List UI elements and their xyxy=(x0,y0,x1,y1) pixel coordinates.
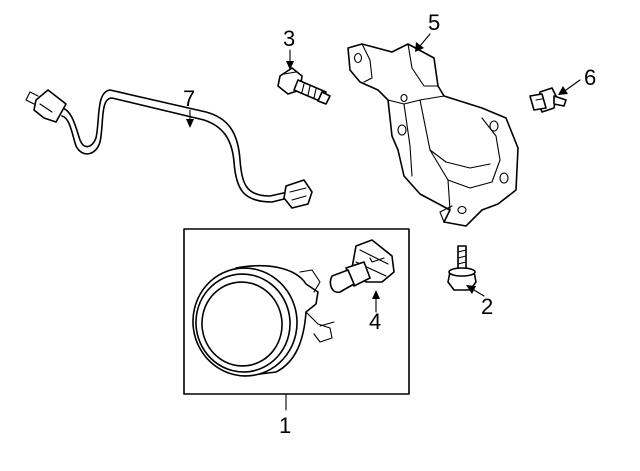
assembly-frame xyxy=(183,228,410,395)
callout-3: 3 xyxy=(283,26,295,51)
leader-lines xyxy=(186,33,581,411)
callout-5: 5 xyxy=(428,10,440,35)
callout-1: 1 xyxy=(279,413,291,438)
bolt-part-3 xyxy=(277,67,331,105)
bolt-part-2 xyxy=(447,245,477,291)
callout-2: 2 xyxy=(481,294,493,319)
right-connector xyxy=(283,179,313,209)
callout-7: 7 xyxy=(183,86,195,111)
callout-6: 6 xyxy=(584,65,596,90)
callout-4: 4 xyxy=(369,309,381,334)
left-connector xyxy=(25,89,67,123)
bulb-part-4 xyxy=(329,239,395,294)
wiring-harness-part-7 xyxy=(25,89,313,209)
callout-labels: 1 2 3 4 5 6 7 xyxy=(183,10,596,438)
fog-lamp-part-1 xyxy=(183,228,410,395)
bracket-part-5 xyxy=(347,43,519,227)
clip-part-6 xyxy=(529,87,567,113)
